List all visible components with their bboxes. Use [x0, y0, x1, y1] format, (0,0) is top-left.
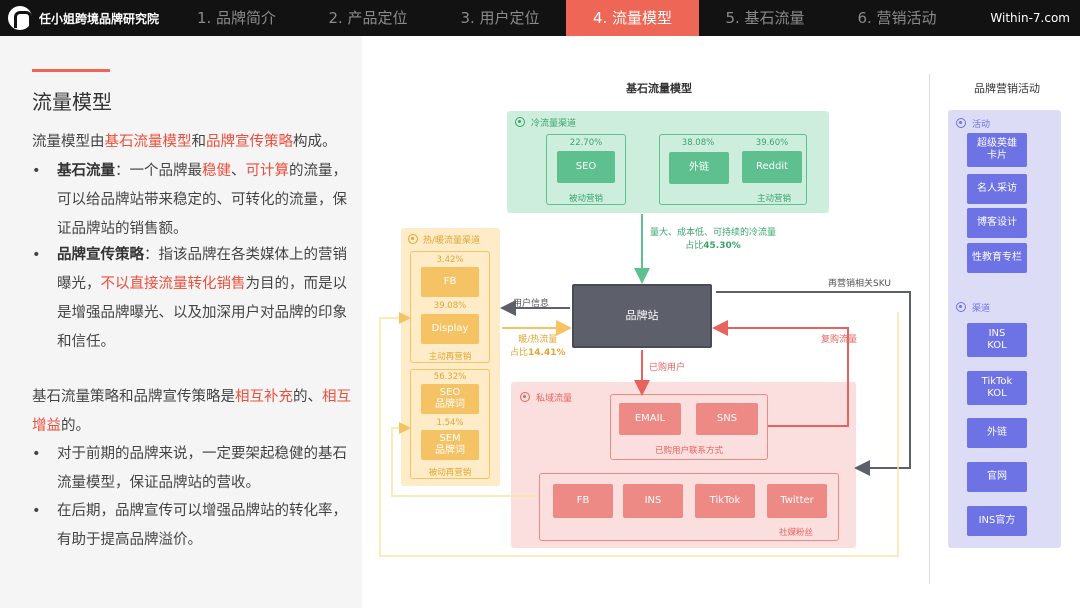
seo-percentage: 22.70%	[569, 138, 603, 148]
channels-title: 渠道	[972, 304, 991, 314]
passive-marketing-label: 被动营销	[568, 194, 603, 204]
cold-traffic-title: 冷流量渠道	[531, 119, 577, 129]
fans-to-warm-loop-arrow	[379, 312, 899, 557]
social-to-remarketing-arrow	[391, 422, 538, 497]
bullet-cornerstone: • 基石流量：一个品牌最稳健、可计算的流量，可以给品牌站带来稳定的、可转化的流量…	[32, 163, 347, 237]
activities-radio-icon	[956, 118, 966, 128]
activity-item-0: 超级英雄卡片	[967, 133, 1027, 167]
channels-radio-icon	[956, 302, 966, 312]
contacts-group	[610, 394, 768, 460]
warm-traffic-title: 热/暖流量渠道	[423, 236, 481, 246]
social-fans-label: 社媒粉丝	[778, 528, 813, 538]
bullet-brand-promotion: • 品牌宣传策略：指该品牌在各类媒体上的营销曝光，不以直接流量转化销售为目的，而…	[32, 247, 347, 350]
active-marketing-label: 主动营销	[756, 194, 791, 204]
cold-radio-icon	[515, 117, 525, 127]
repurchase-arrow	[712, 320, 849, 427]
passive-remarketing-label: 被动再营销	[428, 468, 472, 478]
tab-user-positioning[interactable]: 3. 用户定位	[460, 9, 540, 27]
brand-name: 任小姐跨境品牌研究院	[39, 11, 160, 26]
tab-brand-intro[interactable]: 1. 品牌简介	[196, 9, 277, 27]
tab-cornerstone-traffic[interactable]: 5. 基石流量	[725, 9, 805, 27]
marketing-title: 品牌营销活动	[974, 82, 1040, 95]
bullet-early-stage: • 对于前期的品牌来说，一定要架起稳健的基石流量模型，保证品牌站的营收。	[32, 446, 347, 491]
intro-paragraph: 流量模型由基石流量模型和品牌宣传策略构成。	[32, 134, 337, 150]
channel-item-2: 外链	[967, 418, 1027, 448]
active-remarketing-label: 主动再营销	[428, 352, 472, 362]
panel-divider	[929, 74, 930, 584]
activity-item-1: 名人采访	[967, 174, 1027, 204]
complement-paragraph: 基石流量策略和品牌宣传策略是相互补充的、相互增益的。	[32, 389, 351, 434]
private-traffic-box	[511, 382, 856, 548]
fb-retarget-chip: FB	[421, 267, 479, 297]
sem-brand-percentage: 1.54%	[436, 418, 464, 428]
social-tiktok-chip: TikTok	[695, 484, 755, 518]
user-info-label: 用户信息	[513, 299, 550, 309]
warm-radio-icon	[408, 234, 418, 244]
fb-percentage: 3.42%	[436, 255, 464, 265]
remarketing-sku-label: 再营销相关SKU	[828, 279, 891, 289]
brand-logo-icon	[8, 6, 32, 30]
seo-brand-percentage: 56.32%	[433, 372, 467, 382]
warm-traffic-note: 暖/热流量 占比14.41%	[510, 335, 566, 358]
backlink-chip: 外链	[669, 152, 729, 184]
text-panel: 流量模型 流量模型由基石流量模型和品牌宣传策略构成。 • 基石流量：一个品牌最稳…	[0, 36, 362, 608]
channel-item-3: 官网	[967, 462, 1027, 492]
top-nav-bar: 任小姐跨境品牌研究院 1. 品牌简介 2. 产品定位 3. 用户定位 4. 流量…	[0, 0, 1080, 36]
cold-passive-group	[546, 134, 626, 205]
display-percentage: 39.08%	[433, 301, 467, 311]
brand[interactable]: 任小姐跨境品牌研究院	[8, 5, 159, 31]
social-fb-chip: FB	[553, 484, 613, 518]
sns-chip: SNS	[696, 403, 758, 435]
social-ins-chip: INS	[623, 484, 683, 518]
activities-title: 活动	[972, 120, 991, 130]
brand-site-hub: 品牌站	[572, 284, 712, 348]
traffic-model-diagram: 基石流量模型 冷流量渠道 22.70% SEO 被动营销 38.08% 外链 3…	[362, 36, 1080, 608]
site-url[interactable]: Within-7.com	[990, 11, 1070, 25]
cold-active-group	[659, 134, 807, 205]
tab-product-positioning[interactable]: 2. 产品定位	[328, 9, 408, 27]
seo-chip: SEO	[557, 151, 615, 183]
remarketing-sku-arrow	[716, 291, 911, 476]
cold-traffic-note: 量大、成本低、可持续的冷流量 占比45.30%	[650, 228, 777, 251]
bullet-later-stage: • 在后期，品牌宣传可以增强品牌站的转化率，有助于提高品牌溢价。	[32, 503, 347, 548]
purchased-users-label: 已购用户	[649, 363, 686, 373]
email-chip: EMAIL	[619, 403, 681, 435]
activity-item-2: 博客设计	[967, 208, 1027, 238]
activity-item-3: 性教育专栏	[967, 243, 1027, 273]
reddit-chip: Reddit	[742, 151, 802, 183]
backlink-percentage: 38.08%	[681, 138, 715, 148]
reddit-percentage: 39.60%	[755, 138, 789, 148]
repurchase-label: 复购流量	[821, 335, 858, 345]
warm-active-group	[410, 251, 490, 363]
private-radio-icon	[520, 392, 530, 402]
title-accent-bar	[32, 69, 110, 72]
tab-traffic-model[interactable]: 4. 流量模型	[566, 0, 699, 36]
flow-arrows	[379, 214, 911, 557]
diagram-title: 基石流量模型	[626, 82, 692, 95]
section-title: 流量模型	[32, 90, 112, 114]
social-fans-group	[539, 473, 839, 541]
tab-marketing-activities[interactable]: 6. 营销活动	[857, 9, 937, 27]
contacts-label: 已购用户联系方式	[654, 446, 723, 456]
private-traffic-title: 私域流量	[536, 394, 573, 404]
channel-item-4: INS官方	[967, 506, 1027, 536]
display-chip: Display	[421, 314, 479, 344]
social-twitter-chip: Twitter	[767, 484, 827, 518]
